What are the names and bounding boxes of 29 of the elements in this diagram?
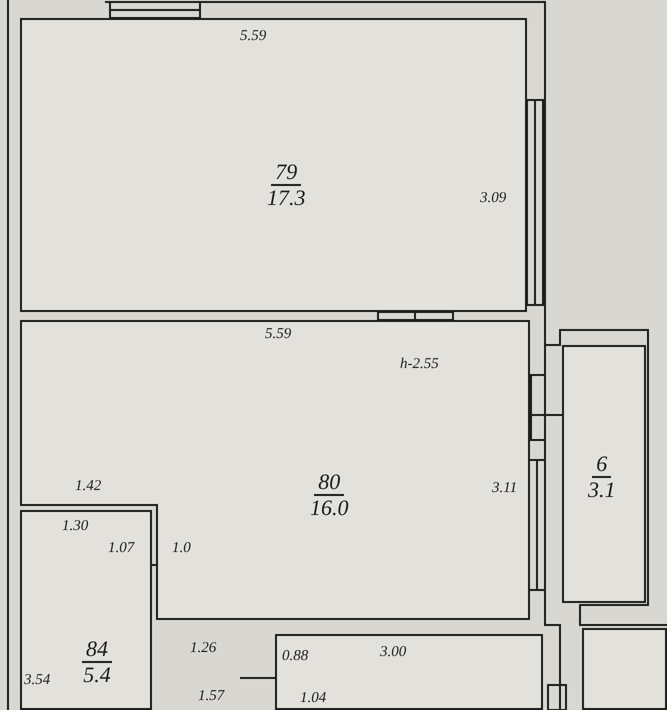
dimension-label: 3.54 [24,672,50,689]
dimension-label: 5.59 [265,326,292,343]
room-number: 84 [82,637,112,664]
room-outline [275,634,543,710]
dimension-label: 1.42 [75,478,102,495]
room-area: 17.3 [267,186,306,210]
room-area: 16.0 [310,496,348,520]
dimension-label: 1.04 [300,690,326,707]
room-number: 6 [592,452,612,478]
room-number: 79 [271,160,302,186]
room-outline [562,345,646,603]
dimension-label: 3.11 [492,480,518,497]
dimension-label: 1.30 [62,518,88,535]
dimension-label: 0.88 [282,648,308,665]
dimension-label: 1.07 [108,540,134,557]
dimension-label: 1.57 [198,688,224,705]
room-outline [20,320,530,620]
dimension-label: 1.0 [172,540,191,557]
room-outline [20,18,527,312]
dimension-label: 3.00 [380,644,406,661]
room-outline [20,510,152,710]
dimension-label: 5.59 [240,28,266,45]
dimension-label: h-2.55 [400,356,439,373]
room-area: 5.4 [83,663,111,688]
room-number: 80 [314,470,344,496]
dimension-label: 3.09 [480,190,506,207]
dimension-label: 1.26 [190,640,216,657]
room-outline [582,628,667,710]
room-area: 3.1 [588,478,616,502]
